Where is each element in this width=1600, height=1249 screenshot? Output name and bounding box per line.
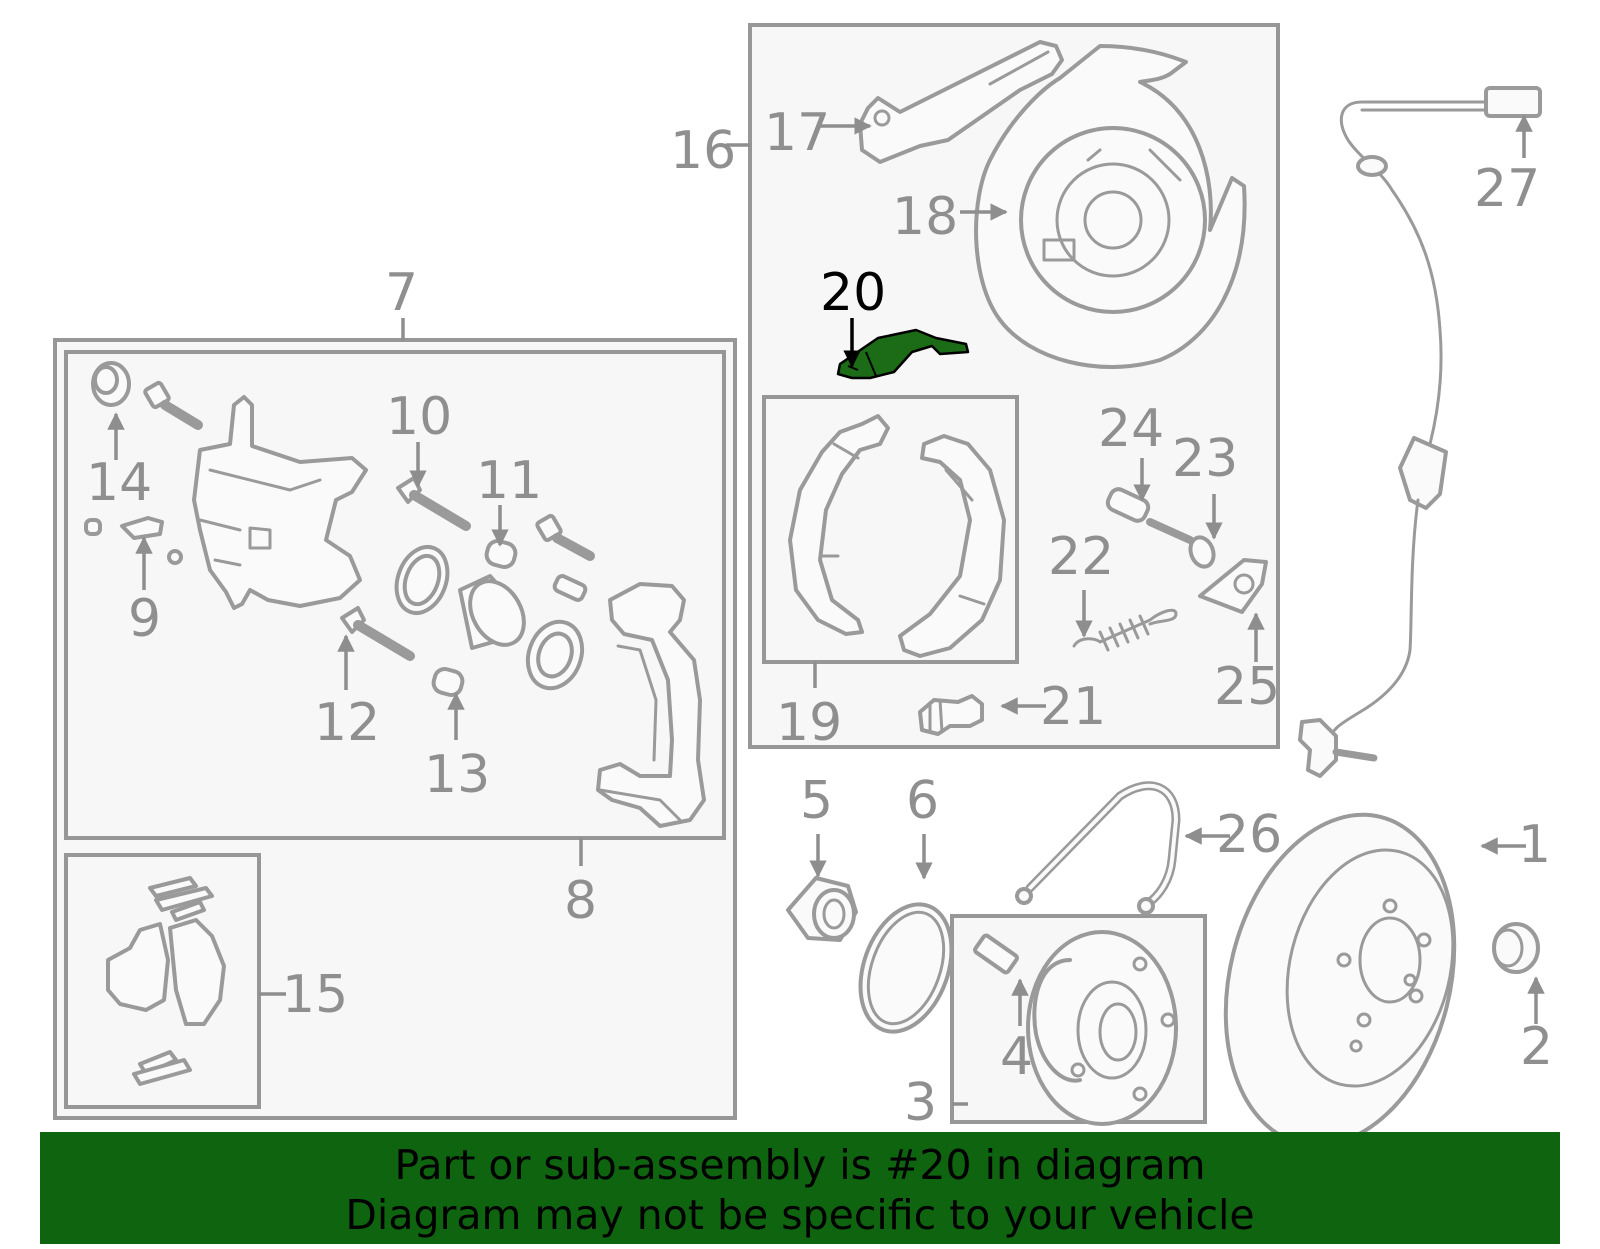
callout-23: 23 — [1172, 429, 1238, 489]
box-caliper-8 — [64, 350, 726, 840]
part-2-plug — [1492, 922, 1540, 974]
callout-19: 19 — [776, 693, 842, 753]
part-20-highlighted — [836, 328, 970, 380]
callout-1: 1 — [1518, 815, 1551, 875]
callout-20-highlighted: 20 — [820, 263, 886, 323]
callout-9: 9 — [128, 589, 161, 649]
part-caliper-bracket — [596, 582, 706, 828]
callout-13: 13 — [424, 745, 490, 805]
callout-25: 25 — [1214, 657, 1280, 717]
leader-lines — [107, 114, 1545, 1106]
part-13-boot — [431, 667, 465, 697]
part-21-adjuster — [918, 694, 984, 736]
callout-5: 5 — [800, 771, 833, 831]
part-9-bleeder — [84, 516, 183, 565]
callout-27: 27 — [1474, 159, 1540, 219]
callout-6: 6 — [906, 771, 939, 831]
callout-3: 3 — [904, 1073, 937, 1133]
banner-line-2: Diagram may not be specific to your vehi… — [345, 1191, 1255, 1239]
part-bushing — [552, 574, 588, 602]
callout-8: 8 — [564, 871, 597, 931]
part-24-sleeve — [1105, 487, 1151, 523]
part-23-pin-washer — [1146, 518, 1216, 569]
part-27-abs-sensor — [1298, 86, 1542, 778]
callout-4: 4 — [1000, 1027, 1033, 1087]
part-3-hub — [1026, 930, 1178, 1126]
callout-2: 2 — [1520, 1017, 1553, 1077]
part-piston-seal — [394, 545, 450, 615]
part-5-bearing — [786, 876, 858, 942]
callout-17: 17 — [764, 103, 830, 163]
part-piston — [458, 574, 526, 650]
part-26-hose — [1015, 781, 1181, 915]
callout-14: 14 — [86, 453, 152, 513]
callout-7: 7 — [385, 263, 418, 323]
part-caliper-housing — [192, 395, 368, 610]
part-caliper-bolt — [143, 380, 203, 430]
part-18-backing-plate — [974, 44, 1247, 369]
callout-15: 15 — [282, 965, 348, 1025]
callout-21: 21 — [1040, 677, 1106, 737]
callout-16: 16 — [670, 121, 736, 181]
banner-line-1: Part or sub-assembly is #20 in diagram — [394, 1141, 1206, 1189]
part-12-guide-pin — [340, 606, 415, 661]
part-17-lever — [858, 40, 1064, 164]
part-19-brake-shoes — [788, 414, 1006, 658]
part-25-retainer — [1198, 558, 1268, 614]
callout-24: 24 — [1098, 399, 1164, 459]
callout-11: 11 — [476, 451, 542, 511]
callout-12: 12 — [314, 693, 380, 753]
callout-22: 22 — [1048, 527, 1114, 587]
part-6-snap-ring — [858, 902, 954, 1034]
part-4-wheel-stud — [973, 933, 1019, 975]
info-banner: Part or sub-assembly is #20 in diagram D… — [40, 1132, 1560, 1244]
callout-10: 10 — [386, 387, 452, 447]
callout-labels: 7 8 9 10 11 12 13 14 15 16 17 18 20 19 2… — [86, 103, 1553, 1133]
part-22-spring — [1072, 608, 1178, 652]
part-15-pad-kit — [106, 876, 226, 1086]
part-14-cap — [91, 361, 131, 407]
part-dust-boot — [525, 619, 585, 691]
callout-18: 18 — [892, 187, 958, 247]
part-caliper-bolt-2 — [535, 513, 595, 561]
callout-26: 26 — [1216, 805, 1282, 865]
